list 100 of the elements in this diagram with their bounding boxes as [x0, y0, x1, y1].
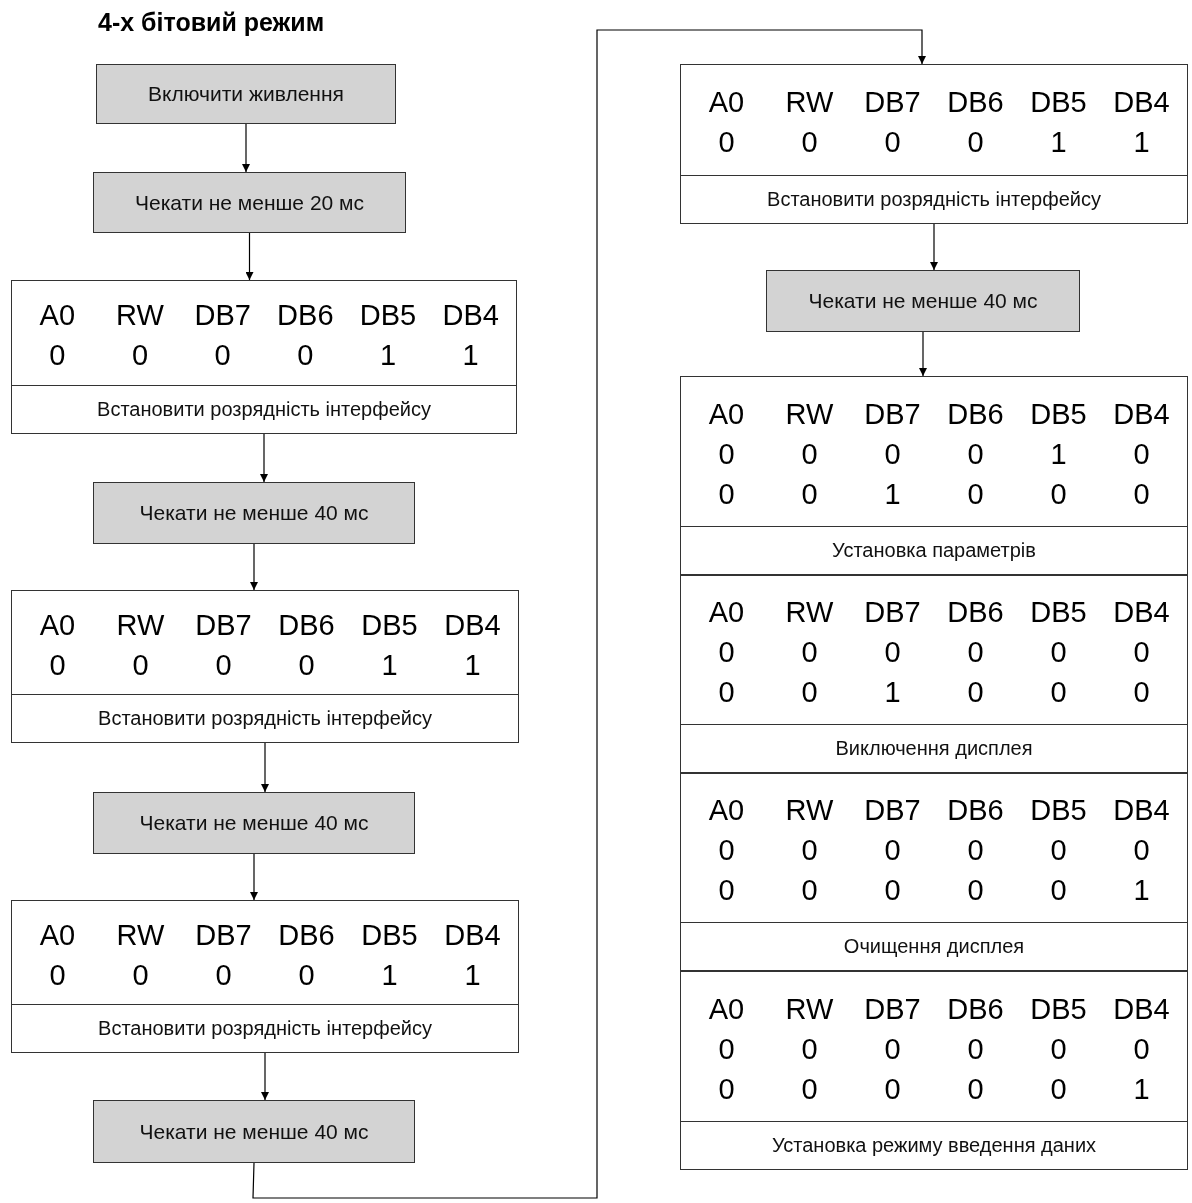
arrow	[250, 853, 258, 901]
bit-value: 0	[1049, 1071, 1068, 1107]
register-table	[680, 773, 1188, 971]
step-caption: Встановити розрядність інтерфейсу	[98, 1017, 432, 1040]
bit-value: 0	[800, 833, 819, 868]
bit-value: 0	[1049, 1031, 1068, 1067]
column-header: DB7	[863, 396, 922, 432]
bit-value: 0	[717, 1071, 736, 1107]
column-header: RW	[784, 85, 835, 120]
bit-value: 0	[800, 476, 819, 512]
arrow	[919, 331, 927, 377]
column-header: DB7	[863, 595, 922, 630]
step-caption: Встановити розрядність інтерфейсу	[767, 188, 1101, 211]
column-header: A0	[38, 298, 77, 333]
column-header: DB7	[194, 607, 253, 643]
bit-value: 1	[461, 338, 480, 373]
bit-value: 0	[717, 833, 736, 868]
column-header: DB7	[863, 85, 922, 120]
column-header: DB6	[946, 793, 1005, 828]
step-caption: Встановити розрядність інтерфейсу	[97, 398, 431, 421]
bit-value: 0	[800, 125, 819, 160]
column-header: DB4	[1112, 793, 1171, 828]
bit-value: 0	[131, 647, 150, 683]
step-caption: Установка режиму введення даних	[771, 1134, 1097, 1157]
column-header: DB5	[358, 298, 418, 333]
bit-value: 0	[883, 436, 902, 472]
column-header: DB4	[441, 298, 500, 333]
column-header: DB4	[1112, 595, 1171, 630]
column-header: A0	[707, 85, 746, 120]
arrow	[261, 1052, 269, 1101]
bit-value: 0	[883, 873, 902, 908]
bit-value: 0	[966, 125, 985, 160]
diagram-title: 4-х бітовий режим	[98, 8, 325, 37]
bit-value: 0	[883, 635, 902, 670]
column-header: DB5	[360, 607, 419, 643]
bit-value: 0	[1132, 1031, 1151, 1067]
bit-value: 0	[966, 1031, 985, 1067]
bit-value: 1	[380, 647, 399, 683]
bit-value: 0	[130, 338, 150, 373]
step-label: Чекати не менше 20 мс	[134, 190, 364, 215]
bit-value: 0	[883, 1031, 902, 1067]
bit-value: 1	[1132, 1071, 1151, 1107]
bit-value: 0	[800, 873, 819, 908]
bit-value: 0	[717, 476, 736, 512]
bit-value: 0	[800, 436, 819, 472]
register-table	[680, 971, 1188, 1170]
step-caption: Очищення дисплея	[843, 935, 1025, 958]
bit-value: 0	[1049, 675, 1068, 710]
bit-value: 0	[214, 647, 233, 683]
bit-value: 0	[966, 476, 985, 512]
column-header: RW	[784, 396, 835, 432]
column-header: DB4	[1112, 991, 1171, 1027]
column-header: A0	[38, 607, 77, 643]
arrow	[245, 232, 254, 281]
process-box	[96, 64, 396, 124]
column-header: DB4	[1112, 85, 1171, 120]
step-caption: Виключення дисплея	[835, 737, 1033, 760]
bit-value: 0	[296, 338, 315, 373]
register-table	[680, 575, 1188, 773]
column-header: DB5	[1029, 595, 1088, 630]
column-header: DB7	[863, 991, 922, 1027]
column-header: RW	[784, 991, 835, 1027]
bit-value: 0	[966, 873, 985, 908]
column-header: DB5	[1029, 991, 1088, 1027]
column-header: RW	[784, 793, 835, 828]
column-header: A0	[707, 595, 746, 630]
bit-value: 0	[297, 647, 316, 683]
bit-value: 0	[717, 125, 736, 160]
column-header: DB6	[277, 917, 336, 953]
bit-value: 0	[717, 635, 736, 670]
bit-value: 0	[213, 338, 232, 373]
bit-value: 0	[717, 873, 736, 908]
register-table	[680, 64, 1188, 224]
column-header: DB6	[946, 396, 1005, 432]
arrow	[242, 123, 250, 173]
column-header: DB4	[443, 607, 502, 643]
column-header: DB5	[1029, 793, 1088, 828]
bit-value: 1	[1049, 125, 1068, 160]
register-table	[11, 280, 517, 434]
bit-value: 0	[800, 1071, 819, 1107]
step-caption: Встановити розрядність інтерфейсу	[98, 707, 432, 730]
column-header: DB5	[1029, 85, 1088, 120]
bit-value: 1	[380, 957, 399, 993]
register-table	[680, 376, 1188, 575]
column-header: DB6	[277, 607, 336, 643]
bit-value: 0	[1049, 873, 1068, 908]
process-box	[93, 172, 406, 233]
bit-value: 0	[1132, 436, 1151, 472]
step-label: Включити живлення	[148, 82, 344, 106]
bit-value: 1	[883, 675, 902, 710]
bit-value: 0	[966, 635, 985, 670]
bit-value: 0	[1132, 675, 1151, 710]
column-header: DB6	[946, 85, 1005, 120]
bit-value: 0	[48, 338, 67, 373]
step-label: Чекати не менше 40 мс	[808, 289, 1038, 313]
bit-value: 1	[1049, 436, 1068, 472]
column-header: RW	[784, 595, 835, 630]
bit-value: 0	[1049, 833, 1068, 868]
step-caption: Установка параметрів	[832, 539, 1036, 562]
process-box	[766, 270, 1080, 332]
